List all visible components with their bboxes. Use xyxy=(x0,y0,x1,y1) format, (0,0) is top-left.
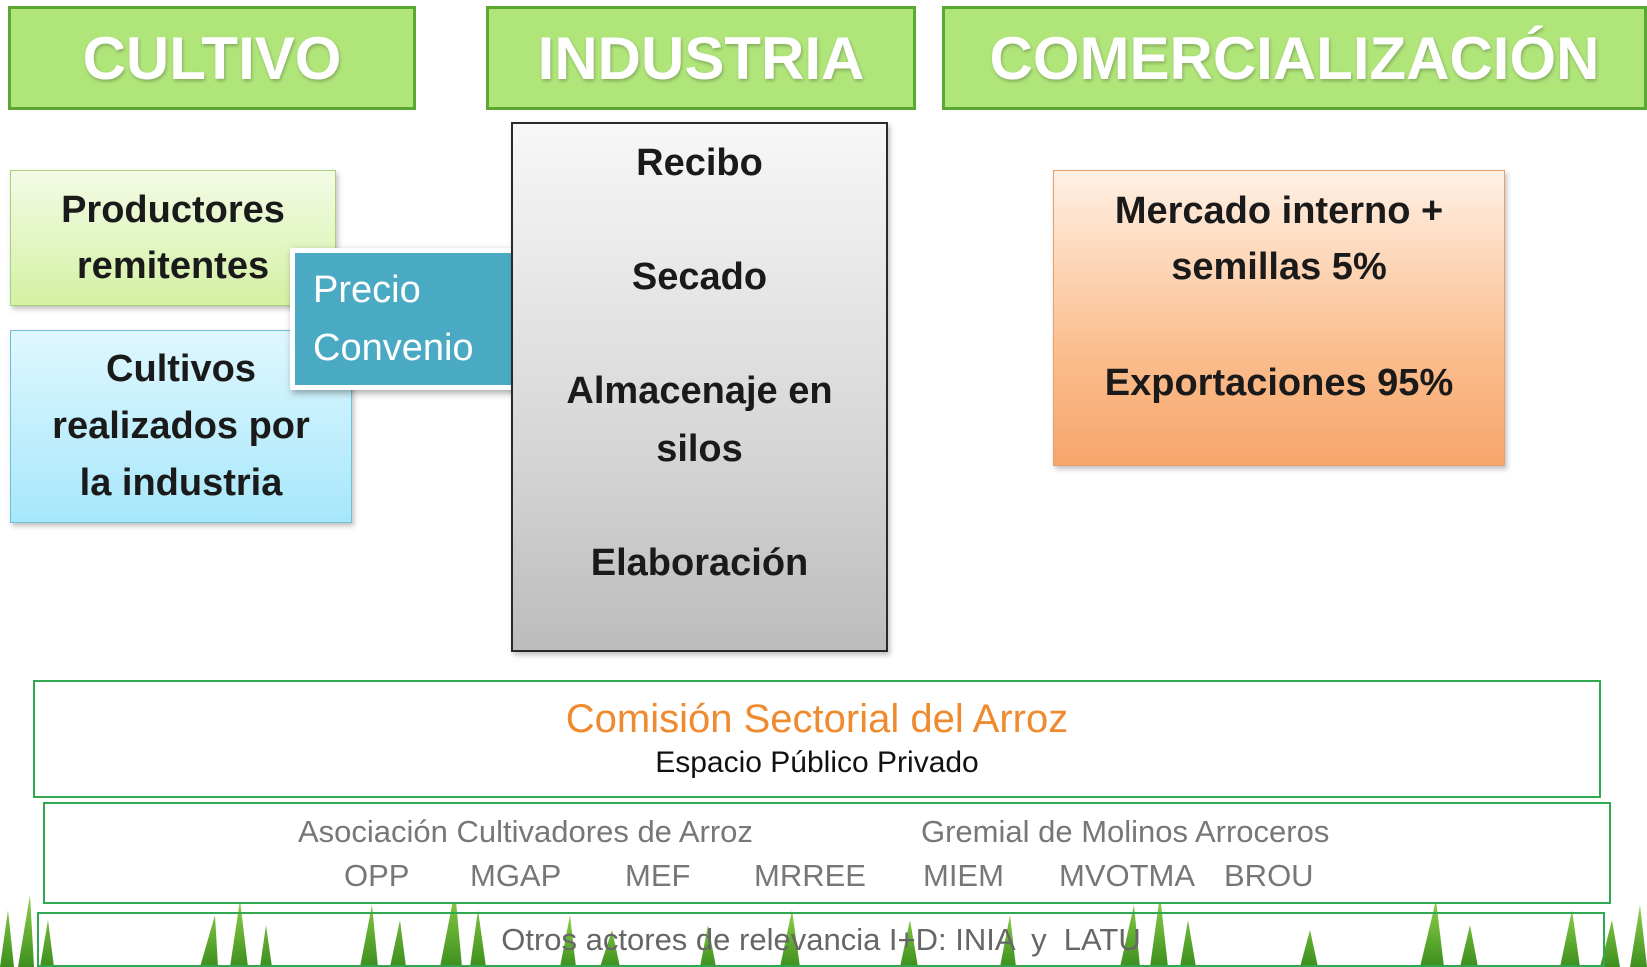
otros-actores-band: Otros actores de relevancia I+D: INIA y … xyxy=(37,912,1605,967)
cultivos-line-2: realizados por xyxy=(52,405,310,447)
entidad-mrree: MRREE xyxy=(754,858,866,893)
mercado-line-1: Mercado interno + xyxy=(1114,190,1444,232)
entidad-miem: MIEM xyxy=(923,858,1004,893)
comision-subtitle: Espacio Público Privado xyxy=(655,746,979,779)
step-silos: silos xyxy=(656,428,743,470)
mercado-line-2: semillas 5% xyxy=(1171,246,1387,288)
otros-actores-text: Otros actores de relevancia I+D: INIA y … xyxy=(501,922,1141,957)
step-elaboracion: Elaboración xyxy=(590,542,809,584)
entidad-mef: MEF xyxy=(625,858,691,893)
cultivos-line-1: Cultivos xyxy=(106,348,256,390)
precio-convenio-box: Precio Convenio xyxy=(290,248,540,390)
comision-sectorial-band: Comisión Sectorial del Arroz Espacio Púb… xyxy=(33,680,1601,798)
productores-line-1: Productores xyxy=(61,189,285,231)
mercado-box: Mercado interno + semillas 5% Exportacio… xyxy=(1053,170,1505,466)
asociacion-label: Asociación Cultivadores de Arroz xyxy=(298,814,753,849)
gremial-label: Gremial de Molinos Arroceros xyxy=(921,814,1330,849)
productores-line-2: remitentes xyxy=(76,245,270,287)
cultivos-line-3: la industria xyxy=(79,462,283,504)
industria-process-box: Recibo Secado Almacenaje en silos Elabor… xyxy=(511,122,888,652)
productores-remitentes-box: Productores remitentes xyxy=(10,170,336,306)
actores-band: Asociación Cultivadores de Arroz Gremial… xyxy=(43,802,1611,904)
step-almacenaje: Almacenaje en xyxy=(566,370,833,412)
grass-decoration xyxy=(0,890,1647,967)
header-comercializacion: COMERCIALIZACIÓN xyxy=(942,6,1647,110)
header-industria: INDUSTRIA xyxy=(486,6,916,110)
entidad-mvotma: MVOTMA xyxy=(1059,858,1196,893)
comision-title: Comisión Sectorial del Arroz xyxy=(565,697,1069,741)
entidad-mgap: MGAP xyxy=(470,858,562,893)
entidad-opp: OPP xyxy=(344,858,410,893)
precio-line-1: Precio xyxy=(313,269,421,311)
step-recibo: Recibo xyxy=(636,142,763,184)
header-cultivo: CULTIVO xyxy=(8,6,416,110)
entidad-brou: BROU xyxy=(1224,858,1314,893)
exportaciones-line: Exportaciones 95% xyxy=(1104,362,1454,404)
precio-line-2: Convenio xyxy=(313,327,474,369)
step-secado: Secado xyxy=(631,256,768,298)
